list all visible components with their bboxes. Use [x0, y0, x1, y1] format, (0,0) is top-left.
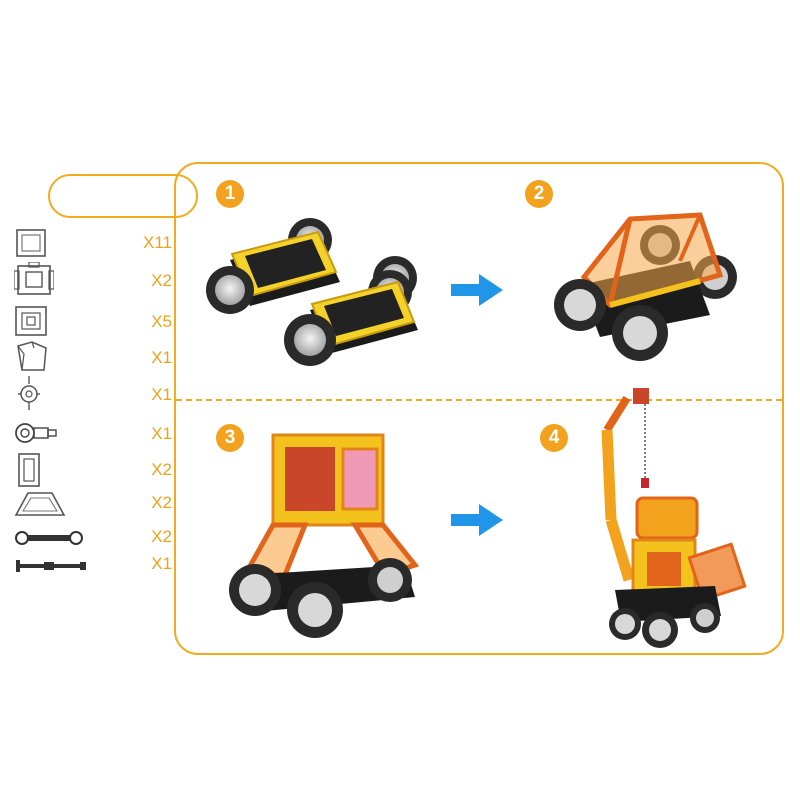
arrow-right-icon [451, 504, 503, 536]
part-qty: X2 [151, 527, 172, 546]
step-number-2: 2 [525, 180, 553, 208]
arrow-right-icon [451, 274, 503, 306]
part-qty: X1 [151, 348, 172, 367]
step-1-illustration [206, 218, 418, 366]
part-qty: X1 [151, 424, 172, 443]
trapezoid-tile-icon [14, 492, 66, 516]
part-qty: X1 [151, 385, 172, 404]
step-number-3: 3 [216, 424, 244, 452]
title-pill [48, 174, 198, 218]
step-number-4: 4 [540, 424, 568, 452]
instruction-panel [174, 162, 784, 655]
long-rectangle-icon [18, 453, 40, 487]
part-qty: X1 [151, 554, 172, 573]
square-tile-icon [16, 229, 46, 257]
bucket-scoop-icon [17, 341, 47, 371]
part-qty: X2 [151, 271, 172, 290]
part-qty: X5 [151, 312, 172, 331]
window-square-icon [15, 306, 47, 336]
pulley-hook-icon [18, 376, 40, 410]
crank-joint-icon [15, 423, 57, 443]
part-qty: X11 [143, 233, 172, 252]
step-4-illustration [601, 388, 747, 648]
step-2-illustration [554, 212, 737, 361]
axle-rod-icon [16, 560, 86, 572]
step-divider [176, 399, 782, 401]
part-qty: X2 [151, 460, 172, 479]
link-bar-icon [15, 531, 83, 545]
part-qty: X2 [151, 493, 172, 512]
wheel-connector-square-icon [14, 262, 54, 295]
step-number-1: 1 [216, 180, 244, 208]
step-3-illustration [229, 433, 420, 638]
